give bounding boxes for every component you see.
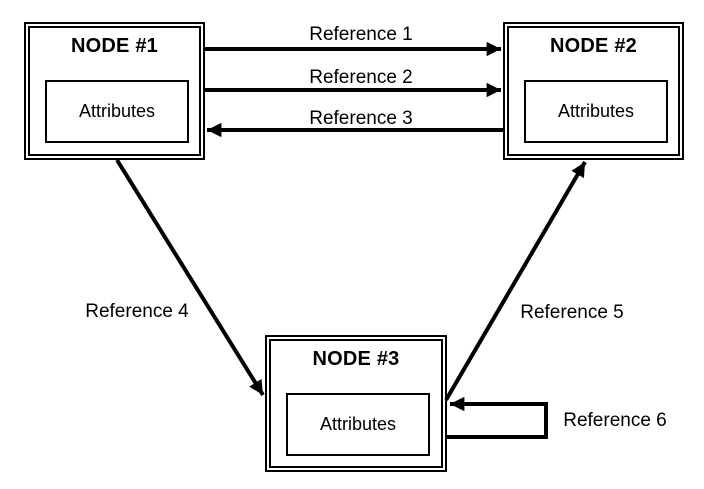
node-1-attributes-box: Attributes <box>45 80 189 143</box>
node-3-attributes-label: Attributes <box>319 414 397 434</box>
node-2-attributes-box: Attributes <box>524 80 668 143</box>
node-3-attributes-box: Attributes <box>286 393 430 456</box>
node-2-title: NODE #2 <box>550 35 637 57</box>
node-2-attributes-label: Attributes <box>557 101 635 121</box>
edge-reference-3-label: Reference 3 <box>309 108 413 129</box>
node-1: NODE #1 Attributes <box>24 22 205 160</box>
edge-reference-4-arrow <box>115 158 265 397</box>
edge-reference-1-label: Reference 1 <box>309 24 413 45</box>
node-3: NODE #3 Attributes <box>265 335 447 472</box>
node-1-attributes-label: Attributes <box>78 101 156 121</box>
edge-reference-4-label: Reference 4 <box>85 301 189 322</box>
edge-reference-6-label: Reference 6 <box>563 410 667 431</box>
node-2: NODE #2 Attributes <box>503 22 684 160</box>
edge-reference-5-arrow <box>444 160 587 402</box>
edge-reference-2-label: Reference 2 <box>309 67 413 88</box>
edge-reference-5-label: Reference 5 <box>520 302 624 323</box>
edge-reference-6-arrow <box>446 396 548 439</box>
node-3-title: NODE #3 <box>312 348 400 370</box>
node-1-title: NODE #1 <box>71 35 158 57</box>
